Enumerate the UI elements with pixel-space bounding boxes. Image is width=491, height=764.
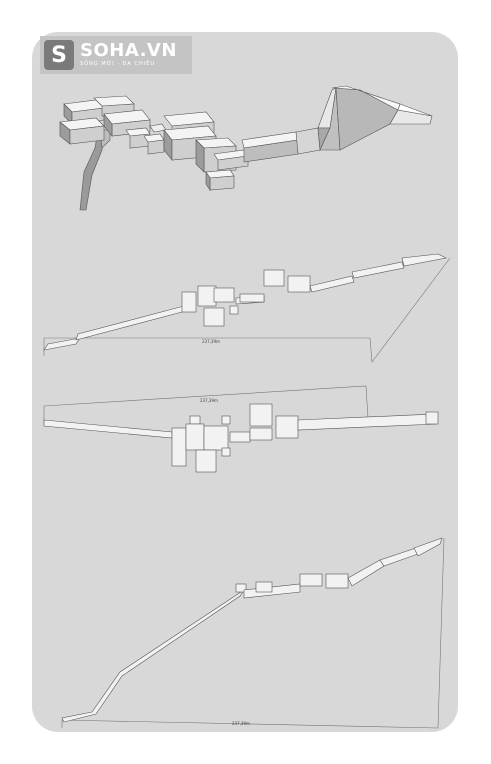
side-elevation-view: 237,39m bbox=[43, 253, 451, 363]
dimension-line bbox=[61, 537, 445, 729]
logo-name: SOHA.VN bbox=[80, 40, 177, 61]
section-dimension-label: 237,39m bbox=[232, 721, 250, 726]
soha-logo: S SOHA.VN SỐNG MỚI - ĐA CHIỀU bbox=[40, 36, 192, 74]
descending-corridor bbox=[75, 305, 185, 341]
plan-view: 237,39m bbox=[43, 385, 439, 473]
descending-passage bbox=[61, 589, 245, 723]
entrance bbox=[43, 337, 81, 351]
perspective-view bbox=[59, 85, 433, 211]
logo-tagline: SỐNG MỚI - ĐA CHIỀU bbox=[80, 61, 155, 67]
long-section-view: 237,39m bbox=[61, 537, 445, 729]
side-dimension-label: 237,39m bbox=[202, 339, 220, 344]
entrance-corridor bbox=[43, 419, 173, 439]
plan-dimension-label: 237,39m bbox=[200, 398, 218, 403]
dimension-line bbox=[43, 385, 369, 424]
logo-letter: S bbox=[44, 40, 74, 70]
dimension-line bbox=[43, 257, 451, 363]
